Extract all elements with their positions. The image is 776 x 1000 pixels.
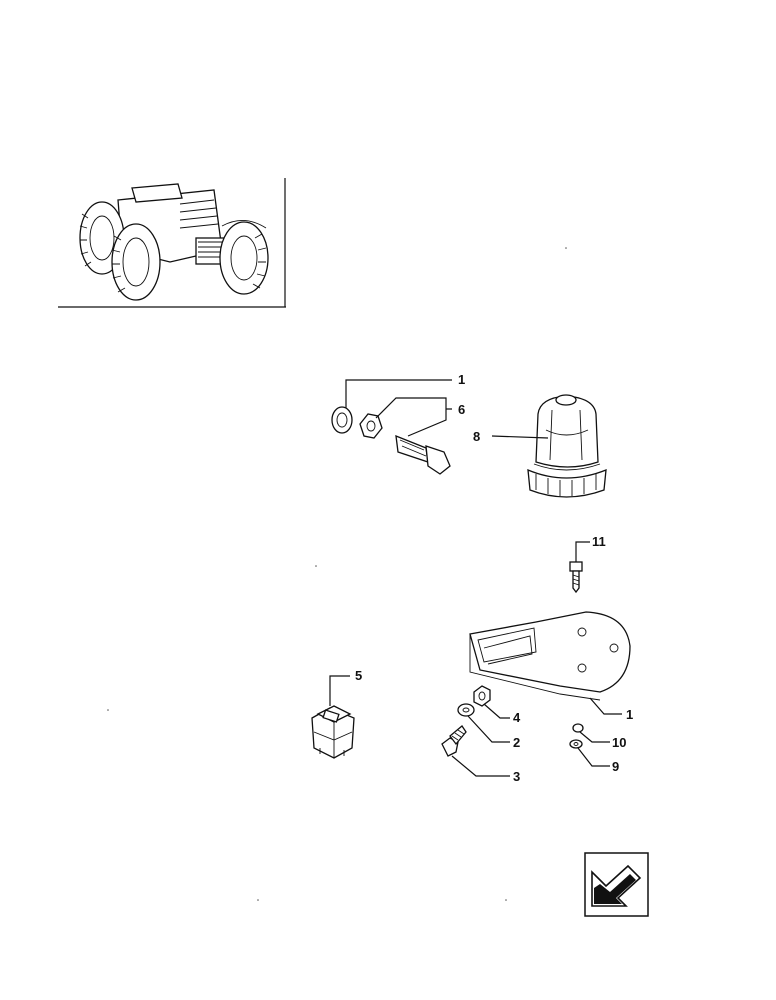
leader-line-1 bbox=[589, 697, 622, 715]
callout-11: 11 bbox=[592, 534, 606, 549]
callout-10: 10 bbox=[612, 735, 626, 750]
part-3-bolt bbox=[441, 725, 467, 757]
callout-1: 1 bbox=[626, 707, 633, 722]
callout-4: 4 bbox=[513, 710, 521, 725]
callout-2: 2 bbox=[513, 735, 520, 750]
part-8-beacon bbox=[527, 394, 607, 498]
callout-3: 3 bbox=[513, 769, 520, 784]
callout-8: 8 bbox=[473, 429, 480, 444]
callout-6: 6 bbox=[458, 402, 465, 417]
part-1-bracket bbox=[469, 611, 631, 701]
part-9-washer bbox=[569, 739, 583, 749]
leader-line-11 bbox=[575, 541, 590, 562]
scan-specks bbox=[107, 247, 567, 901]
part-4-nut bbox=[473, 685, 491, 707]
callout-9: 9 bbox=[612, 759, 619, 774]
leader-line-2 bbox=[467, 715, 510, 743]
leader-line-3 bbox=[451, 755, 510, 777]
leader-line-10 bbox=[579, 731, 610, 743]
part-6-socket bbox=[359, 413, 451, 475]
leader-line-7 bbox=[345, 379, 452, 408]
tractor-icon bbox=[58, 178, 286, 308]
part-5-switch bbox=[311, 705, 355, 759]
leader-line-6 bbox=[375, 397, 452, 437]
part-11-screw bbox=[569, 561, 583, 594]
part-2-washer bbox=[457, 703, 475, 717]
leader-line-4 bbox=[483, 703, 510, 719]
part-10-nut bbox=[572, 723, 584, 733]
leader-line-9 bbox=[577, 747, 610, 767]
arrow-icon[interactable] bbox=[584, 852, 649, 917]
leader-line-5 bbox=[329, 675, 350, 706]
callout-5: 5 bbox=[355, 668, 362, 683]
part-7-washer bbox=[331, 406, 353, 434]
leader-line-8 bbox=[491, 435, 549, 439]
callout-7: 1 bbox=[458, 372, 465, 387]
